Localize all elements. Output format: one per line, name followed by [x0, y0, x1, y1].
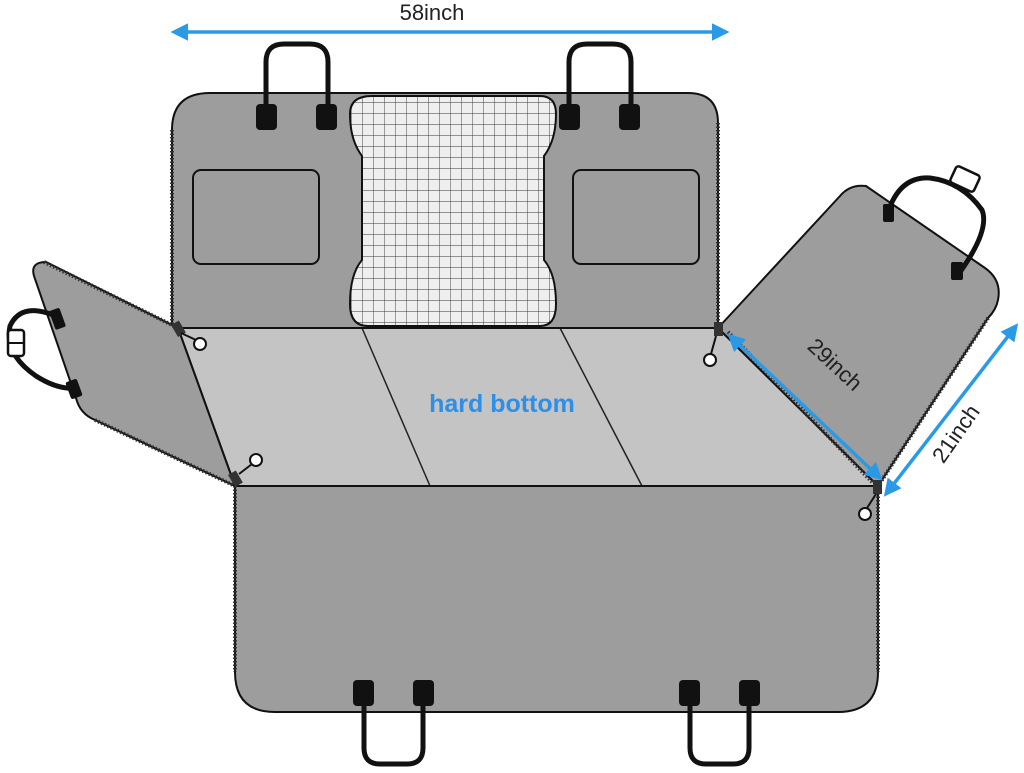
zipper-pull-icon	[858, 480, 882, 521]
zipper-track	[94, 418, 236, 488]
strap-handle-icon	[256, 41, 337, 130]
hard-bottom-label: hard bottom	[429, 390, 575, 418]
strap-handle-icon	[559, 41, 640, 130]
flap-length-dimension-arrow	[727, 333, 883, 481]
front-panel	[234, 485, 879, 713]
pocket-icon	[192, 169, 320, 265]
zipper-pull-icon	[171, 320, 207, 351]
strap-handle-icon	[883, 175, 987, 280]
seat-divider	[559, 327, 643, 487]
flap-width-dimension-arrow	[883, 323, 1019, 497]
left-side-flap	[32, 260, 237, 488]
buckle-icon	[6, 328, 26, 358]
width-label: 58inch	[400, 0, 465, 25]
mesh-window-icon	[348, 95, 558, 327]
zipper-pull-icon	[228, 453, 263, 488]
strap-handle-icon	[353, 680, 434, 767]
buckle-icon	[949, 165, 981, 193]
flap-width-label: 21inch	[927, 400, 985, 467]
seat-divider	[361, 327, 431, 487]
zipper-pull-icon	[703, 322, 723, 367]
strap-handle-icon	[679, 680, 760, 767]
pocket-icon	[572, 169, 700, 265]
zipper-track	[43, 260, 179, 330]
